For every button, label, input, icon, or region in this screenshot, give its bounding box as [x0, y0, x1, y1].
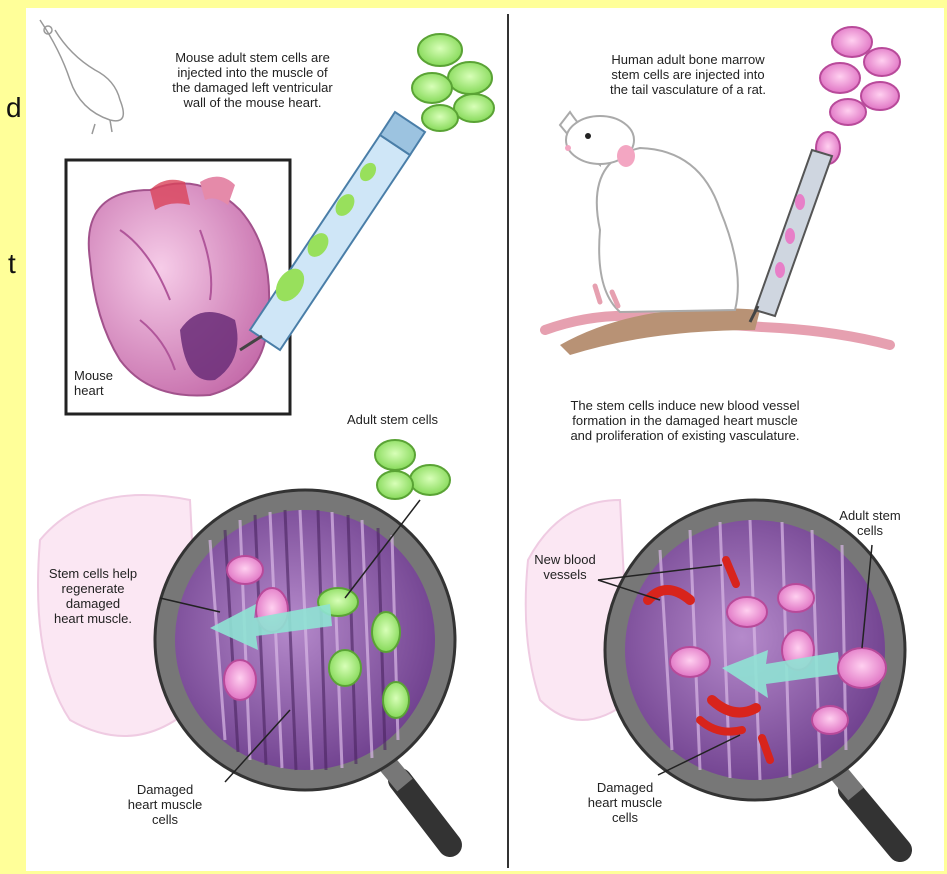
right-injection-caption: Human adult bone marrow stem cells are i…: [578, 52, 798, 97]
stem-cell-cluster-top-left: [412, 34, 494, 131]
new-blood-vessels-label: New blood vessels: [520, 552, 610, 582]
syringe-right: [750, 150, 832, 322]
left-injection-caption: Mouse adult stem cells are injected into…: [130, 50, 375, 110]
regeneration-caption: Stem cells help regenerate damaged heart…: [18, 566, 168, 626]
stem-cell-cluster-mid-left: [375, 440, 450, 499]
vessel-formation-caption: The stem cells induce new blood vessel f…: [520, 398, 850, 443]
left-damaged-cells-label: Damaged heart muscle cells: [95, 782, 235, 827]
right-adult-stem-cells-label: Adult stem cells: [820, 508, 920, 538]
adult-stem-cell-right: [838, 648, 886, 688]
mouse-heart-label: Mouse heart: [74, 368, 144, 398]
mouse-sketch: [40, 20, 123, 134]
right-damaged-cells-label: Damaged heart muscle cells: [555, 780, 695, 825]
stem-cell-cluster-top-right: [816, 27, 900, 164]
left-adult-stem-cells-label: Adult stem cells: [325, 412, 460, 427]
